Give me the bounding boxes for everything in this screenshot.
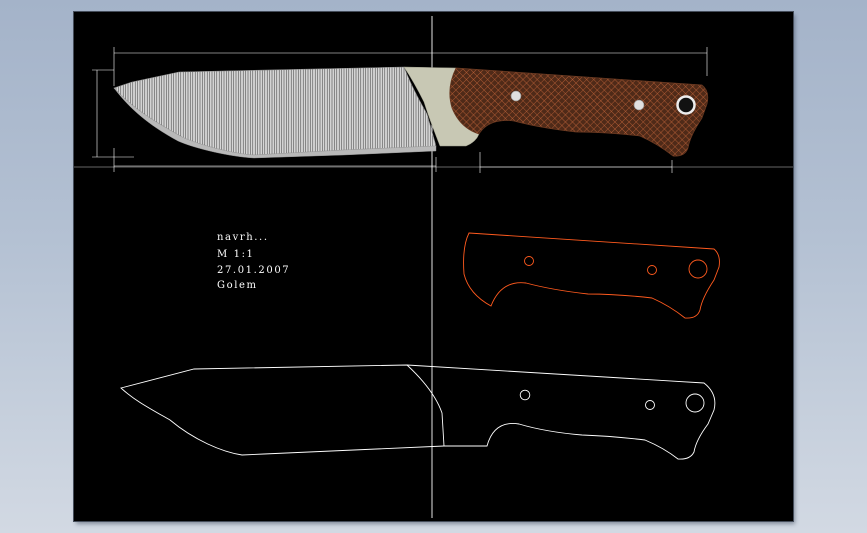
knife-profile-outline: [120, 364, 716, 460]
lanyard-hole-icon: [676, 95, 696, 115]
dimension-annotations: [92, 47, 708, 173]
pin-icon: [510, 90, 522, 102]
drawing-scale: M 1:1: [217, 249, 255, 260]
handle-scale-outline-view[interactable]: [463, 232, 720, 319]
pin-hole-icon: [519, 389, 531, 401]
pin-hole-icon: [645, 400, 655, 410]
cad-drawing-canvas[interactable]: navrh... M 1:1 27.01.2007 Golem: [74, 12, 793, 521]
pin-icon: [633, 99, 645, 111]
rendered-blade: [113, 66, 437, 156]
rendered-cutting-edge: [113, 87, 437, 159]
drawing-date: 27.01.2007: [217, 265, 290, 276]
handle-scale-outline: [463, 232, 720, 319]
rendered-handle-scale: [449, 67, 709, 157]
lanyard-hole-icon: [688, 259, 708, 279]
drawing-viewport[interactable]: navrh... M 1:1 27.01.2007 Golem: [74, 12, 793, 521]
drawing-author: Golem: [217, 280, 258, 291]
pin-hole-icon: [647, 265, 657, 275]
lanyard-hole-icon: [685, 393, 705, 413]
title-block: navrh... M 1:1 27.01.2007 Golem: [217, 232, 290, 291]
bolster-line: [406, 364, 445, 447]
rendered-knife-view[interactable]: [113, 66, 709, 159]
knife-outline-view[interactable]: [120, 364, 716, 460]
pin-hole-icon: [524, 256, 534, 266]
drawing-name: navrh...: [217, 232, 269, 243]
